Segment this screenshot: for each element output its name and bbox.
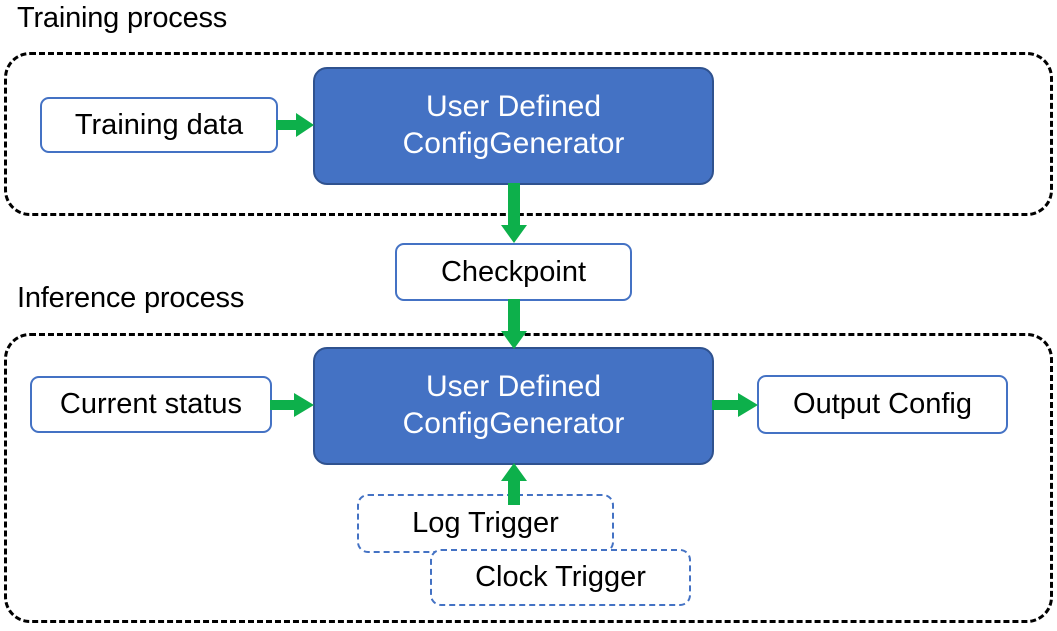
arrow-current-status-to-generator-icon xyxy=(270,390,316,420)
training-process-container xyxy=(4,52,1053,216)
arrow-generator-to-output-icon xyxy=(712,390,760,420)
arrow-generator-to-checkpoint-icon xyxy=(500,183,528,245)
arrow-checkpoint-to-generator-icon xyxy=(500,299,528,351)
generator-training-line-1: User Defined xyxy=(425,90,602,124)
node-current-status[interactable]: Current status xyxy=(30,376,272,433)
training-process-title: Training process xyxy=(17,2,228,34)
inference-process-container xyxy=(4,333,1053,623)
node-user-defined-configgenerator-training[interactable]: User Defined ConfigGenerator xyxy=(313,67,714,185)
node-clock-trigger[interactable]: Clock Trigger xyxy=(430,549,691,606)
arrow-triggers-to-generator-icon xyxy=(500,463,528,505)
node-training-data[interactable]: Training data xyxy=(40,97,278,153)
arrow-training-data-to-generator-icon xyxy=(276,110,316,140)
node-checkpoint[interactable]: Checkpoint xyxy=(395,243,632,301)
generator-training-line-2: ConfigGenerator xyxy=(402,127,625,160)
generator-inference-line-2: ConfigGenerator xyxy=(402,407,625,440)
node-output-config[interactable]: Output Config xyxy=(757,375,1008,434)
node-log-trigger[interactable]: Log Trigger xyxy=(357,494,614,553)
generator-inference-line-1: User Defined xyxy=(425,370,602,404)
node-user-defined-configgenerator-inference[interactable]: User Defined ConfigGenerator xyxy=(313,347,714,465)
inference-process-title: Inference process xyxy=(17,282,245,314)
